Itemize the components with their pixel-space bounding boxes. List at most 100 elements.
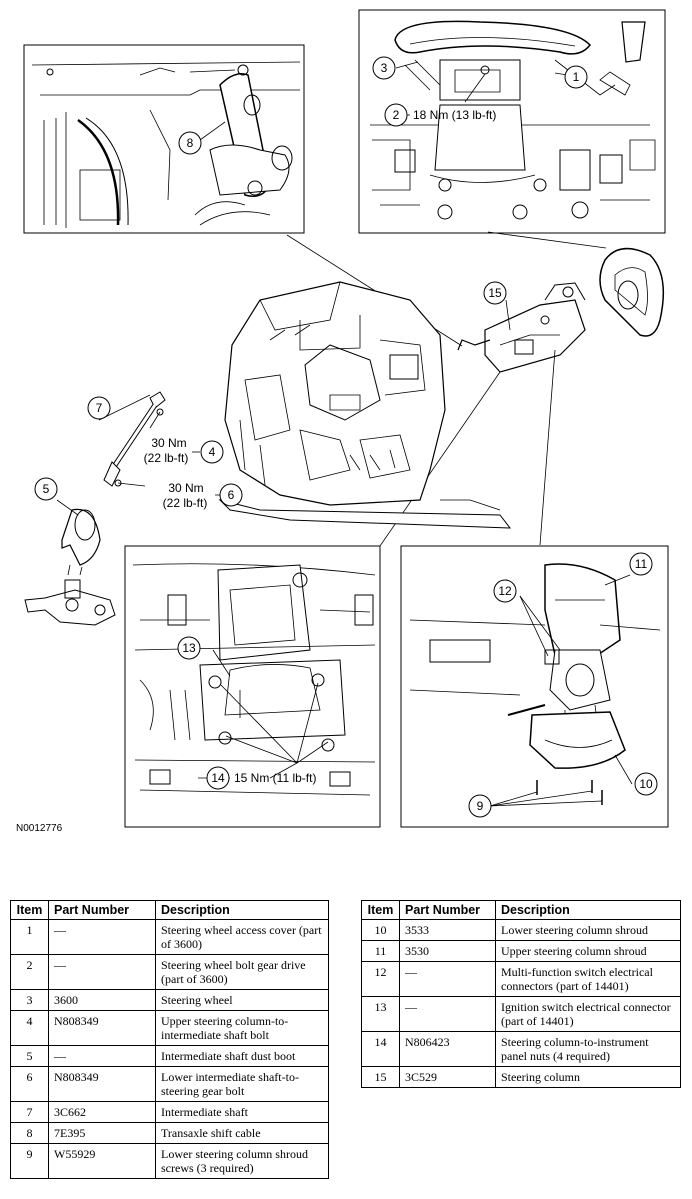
callouts: 1 2 3 4 5 6 7 8 9 10 11 12 13 14 15 [34, 56, 658, 818]
callout-5: 5 [34, 477, 58, 501]
callout-12: 12 [493, 579, 517, 603]
callout-15: 15 [483, 281, 507, 305]
cell-item: 4 [10, 1010, 49, 1046]
cell-part-number: — [48, 1045, 156, 1067]
cell-item: 5 [10, 1045, 49, 1067]
cell-description: Transaxle shift cable [155, 1122, 329, 1144]
detail-steering-wheel [358, 9, 666, 234]
callout-11: 11 [629, 552, 653, 576]
torque-label-lower-shaft-nm: 30 Nm [168, 481, 203, 495]
cell-item: 11 [361, 940, 400, 962]
table-row: 13—Ignition switch electrical connector … [361, 996, 681, 1032]
detail-panel-nuts [124, 545, 381, 828]
cell-part-number: 3C529 [399, 1066, 496, 1088]
cell-description: Intermediate shaft [155, 1101, 329, 1123]
cell-part-number: — [399, 961, 496, 997]
callout-6: 6 [219, 483, 243, 507]
callout-10: 10 [634, 772, 658, 796]
svg-text:6: 6 [228, 488, 235, 502]
cell-part-number: 3533 [399, 919, 496, 941]
steering-wheel-drawing [599, 247, 665, 337]
column-header-description: Description [155, 900, 329, 920]
cell-item: 13 [361, 996, 400, 1032]
torque-label-panel-nuts: 15 Nm (11 lb-ft) [234, 771, 316, 785]
cell-description: Intermediate shaft dust boot [155, 1045, 329, 1067]
svg-text:11: 11 [635, 557, 648, 571]
torque-labels: 18 Nm (13 lb-ft) 30 Nm (22 lb-ft) 30 Nm … [144, 108, 497, 785]
cell-item: 10 [361, 919, 400, 941]
callout-3: 3 [372, 56, 396, 80]
callout-4: 4 [200, 440, 224, 464]
cell-part-number: 7E395 [48, 1122, 156, 1144]
cell-part-number: N808349 [48, 1066, 156, 1102]
instrument-panel-drawing [218, 281, 512, 529]
column-header-part-number: Part Number [399, 900, 496, 920]
svg-text:9: 9 [477, 799, 484, 813]
cell-part-number: 3600 [48, 989, 156, 1011]
steering-gear-drawing [24, 564, 116, 626]
cell-item: 8 [10, 1122, 49, 1144]
cell-part-number: 3C662 [48, 1101, 156, 1123]
intermediate-shaft-drawing [103, 391, 166, 487]
figure-id: N0012776 [16, 823, 63, 834]
torque-label-upper-shaft-lbft: (22 lb-ft) [144, 451, 189, 465]
detail-shift-cable [23, 44, 305, 234]
cell-description: Steering column [495, 1066, 681, 1088]
cell-description: Upper steering column-to-intermediate sh… [155, 1010, 329, 1046]
cell-description: Lower steering column shroud screws (3 r… [155, 1143, 329, 1179]
cell-part-number: 3530 [399, 940, 496, 962]
column-header-part-number: Part Number [48, 900, 156, 920]
svg-text:2: 2 [393, 108, 400, 122]
cell-item: 9 [10, 1143, 49, 1179]
svg-text:1: 1 [573, 70, 580, 84]
table-row: 5—Intermediate shaft dust boot [10, 1045, 329, 1067]
torque-label-upper-shaft-nm: 30 Nm [151, 436, 186, 450]
column-header-item: Item [10, 900, 49, 920]
cell-part-number: — [48, 954, 156, 990]
callout-14: 14 [206, 766, 230, 790]
torque-label-bolt-gear-drive: 18 Nm (13 lb-ft) [413, 108, 496, 122]
callout-13: 13 [177, 636, 201, 660]
cell-item: 2 [10, 954, 49, 990]
svg-text:13: 13 [182, 641, 196, 655]
column-header-item: Item [361, 900, 400, 920]
cell-description: Ignition switch electrical connector (pa… [495, 996, 681, 1032]
callout-9: 9 [468, 794, 492, 818]
table-row: 12—Multi-function switch electrical conn… [361, 961, 681, 997]
callout-1: 1 [564, 65, 588, 89]
cell-description: Lower steering column shroud [495, 919, 681, 941]
detail-shrouds [400, 545, 669, 828]
cell-description: Multi-function switch electrical connect… [495, 961, 681, 997]
cell-description: Upper steering column shroud [495, 940, 681, 962]
cell-part-number: — [48, 919, 156, 955]
cell-item: 7 [10, 1101, 49, 1123]
svg-text:14: 14 [211, 771, 225, 785]
cell-item: 12 [361, 961, 400, 997]
svg-text:7: 7 [96, 401, 103, 415]
callout-2: 2 [384, 103, 408, 127]
cell-description: Steering column-to-instrument panel nuts… [495, 1031, 681, 1067]
table-header-row: Item Part Number Description [10, 900, 329, 920]
svg-text:5: 5 [43, 482, 50, 496]
svg-text:15: 15 [488, 286, 502, 300]
torque-label-lower-shaft-lbft: (22 lb-ft) [163, 496, 208, 510]
cell-item: 15 [361, 1066, 400, 1088]
dust-boot-drawing [61, 508, 101, 566]
svg-text:3: 3 [381, 61, 388, 75]
table-header-row: Item Part Number Description [361, 900, 681, 920]
cell-description: Steering wheel bolt gear drive (part of … [155, 954, 329, 990]
svg-text:8: 8 [187, 136, 194, 150]
table-row: 1—Steering wheel access cover (part of 3… [10, 919, 329, 955]
cell-description: Lower intermediate shaft-to-steering gea… [155, 1066, 329, 1102]
callout-8: 8 [178, 131, 202, 155]
table-row: 2—Steering wheel bolt gear drive (part o… [10, 954, 329, 990]
